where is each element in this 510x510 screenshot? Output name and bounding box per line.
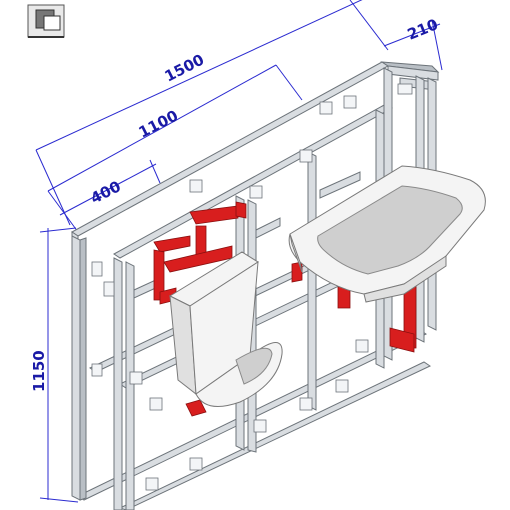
dimension-1100-label: 1100 bbox=[136, 107, 181, 142]
toilet-symbol-icon bbox=[27, 4, 65, 38]
dimension-lines bbox=[35, 0, 443, 503]
wall-hung-toilet bbox=[168, 251, 283, 407]
washbasin bbox=[288, 165, 486, 303]
dimension-1150-label: 1150 bbox=[30, 350, 48, 392]
dimension-210-label: 210 bbox=[405, 15, 441, 43]
dimension-1500-label: 1500 bbox=[162, 51, 207, 86]
dimension-400-label: 400 bbox=[88, 177, 124, 207]
